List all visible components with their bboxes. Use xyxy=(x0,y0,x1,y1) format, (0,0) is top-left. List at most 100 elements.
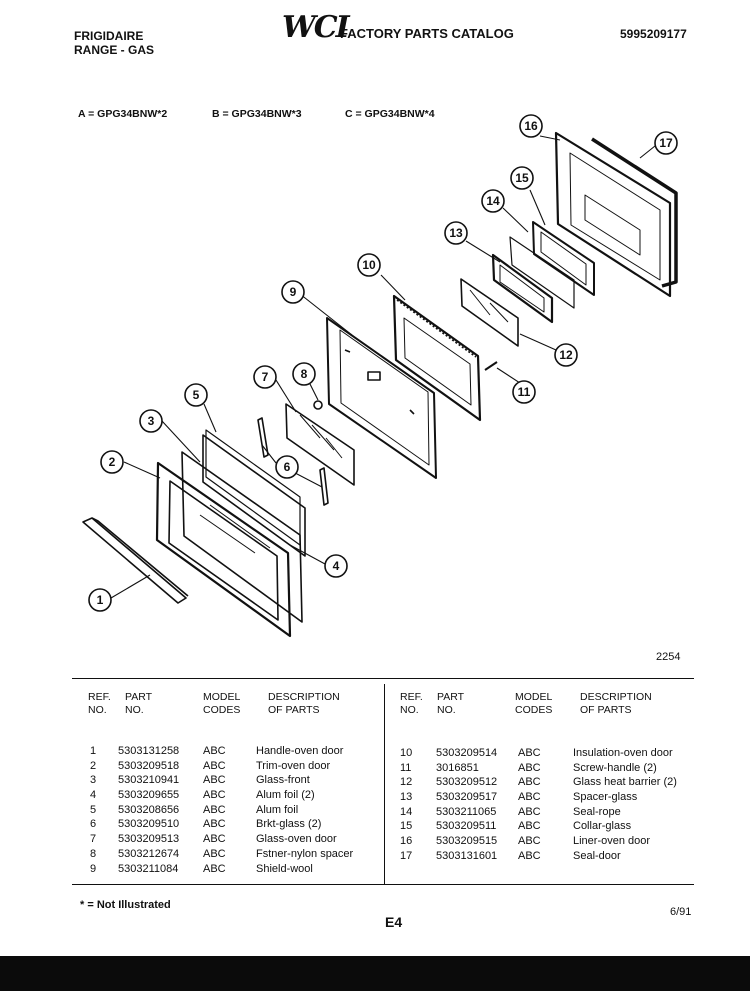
ref-number: 7 xyxy=(90,833,97,846)
callout-5: 5 xyxy=(193,388,200,402)
part-number: 5303209512 xyxy=(436,776,498,789)
part-number: 5303209517 xyxy=(436,791,498,804)
part-number: 5303131258 xyxy=(118,745,180,757)
parts-table xyxy=(72,678,694,885)
callout-2: 2 xyxy=(109,455,116,469)
catalog-number: 5995209177 xyxy=(620,27,687,41)
scan-edge-bar xyxy=(0,956,750,991)
part-description: Glass heat barrier (2) xyxy=(573,776,677,789)
callout-7: 7 xyxy=(262,370,269,384)
model-codes: ABC xyxy=(518,820,541,833)
ref-number: 5 xyxy=(90,803,97,816)
model-c: C = GPG34BNW*4 xyxy=(345,108,435,120)
model-codes: ABC xyxy=(203,745,226,757)
part-number: 5303211084 xyxy=(118,862,179,875)
callout-8: 8 xyxy=(301,367,308,381)
ref-number: 11 xyxy=(400,761,412,774)
catalog-title: FACTORY PARTS CATALOG xyxy=(340,26,514,41)
model-codes: ABC xyxy=(518,747,541,759)
ref-number: 2 xyxy=(90,759,97,772)
callout-4: 4 xyxy=(333,559,340,573)
callout-6: 6 xyxy=(284,460,291,474)
part-description: Seal-rope xyxy=(573,805,621,818)
part-screw xyxy=(484,361,498,371)
callout-14: 14 xyxy=(486,194,500,208)
part-description: Screw-handle (2) xyxy=(573,761,657,774)
footnote: * = Not Illustrated xyxy=(80,899,171,911)
callout-16: 16 xyxy=(524,119,538,133)
part-description: Trim-oven door xyxy=(256,759,331,772)
ref-number: 13 xyxy=(400,791,413,804)
model-codes: ABC xyxy=(203,759,226,772)
part-handle xyxy=(82,517,189,604)
model-codes: ABC xyxy=(518,776,541,789)
brand-name: FRIGIDAIRE xyxy=(74,29,144,43)
ref-number: 4 xyxy=(90,789,97,802)
callout-3: 3 xyxy=(148,414,155,428)
ref-number: 8 xyxy=(90,847,97,860)
model-codes: ABC xyxy=(203,847,226,860)
model-codes: ABC xyxy=(518,805,541,818)
part-trim-frame xyxy=(155,461,292,638)
part-number: 5303210941 xyxy=(118,774,180,787)
parts-row: 10 5303209514 ABC Insulation-oven door xyxy=(400,746,694,761)
part-number: 5303131601 xyxy=(436,849,498,862)
part-number: 5303212674 xyxy=(118,847,180,860)
part-number: 5303209514 xyxy=(436,747,498,759)
callout-10: 10 xyxy=(362,258,376,272)
page-code: E4 xyxy=(385,914,403,930)
part-number: 5303208656 xyxy=(118,803,180,816)
part-description: Liner-oven door xyxy=(573,835,651,848)
part-description: Alum foil (2) xyxy=(256,789,315,802)
part-description: Insulation-oven door xyxy=(573,747,673,759)
part-alum-foil-2 xyxy=(205,429,301,546)
part-insulation xyxy=(392,294,482,422)
part-number: 5303209513 xyxy=(118,833,180,846)
figure-number: 2254 xyxy=(656,651,681,663)
callout-9: 9 xyxy=(290,285,297,299)
model-codes: ABC xyxy=(203,833,226,846)
part-number: 5303209510 xyxy=(118,818,180,831)
part-seal-door xyxy=(591,137,678,288)
part-description: Seal-door xyxy=(573,849,621,862)
ref-number: 15 xyxy=(400,820,413,833)
part-glass-barrier xyxy=(460,278,519,347)
part-glass-front xyxy=(181,451,303,623)
model-codes: ABC xyxy=(203,803,226,816)
part-liner xyxy=(554,131,672,298)
model-codes: ABC xyxy=(518,849,541,862)
part-spacer-glass xyxy=(491,253,554,324)
part-collar-glass xyxy=(532,221,595,296)
model-codes: ABC xyxy=(203,789,226,802)
ref-number: 14 xyxy=(400,805,413,818)
model-b: B = GPG34BNW*3 xyxy=(212,108,302,120)
model-codes: ABC xyxy=(203,818,226,831)
ref-number: 17 xyxy=(400,849,413,862)
part-inner-door xyxy=(326,317,437,479)
part-description: Glass-oven door xyxy=(256,833,337,846)
part-alum-foil xyxy=(202,434,306,557)
product-type: RANGE - GAS xyxy=(74,43,155,57)
callout-17: 17 xyxy=(659,136,673,150)
wci-logo: WCI xyxy=(282,10,350,45)
table-divider xyxy=(384,684,385,884)
part-number: 3016851 xyxy=(436,761,479,774)
ref-number: 10 xyxy=(400,747,413,759)
part-glass-oven-door xyxy=(285,403,355,486)
